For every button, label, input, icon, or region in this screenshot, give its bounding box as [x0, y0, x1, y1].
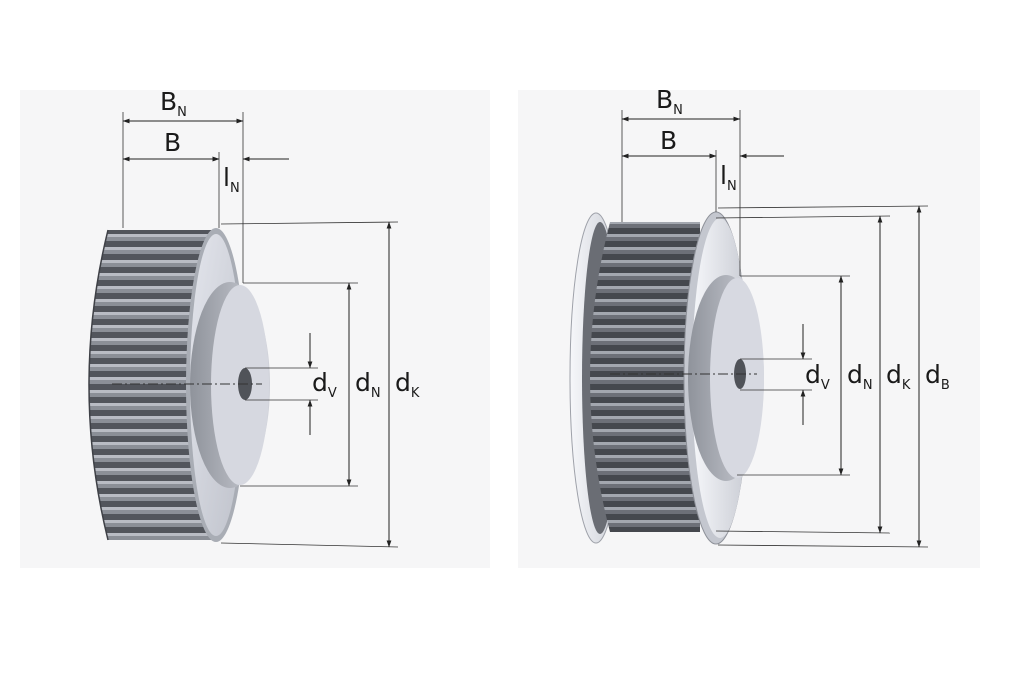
label-dN-left: dN — [355, 368, 381, 401]
pulley-without-flanges — [88, 228, 270, 542]
label-dB-right: dB — [925, 360, 950, 393]
label-dN-right: dN — [847, 360, 873, 393]
label-lN-left: lN — [223, 163, 240, 196]
label-dK-left: dK — [395, 368, 420, 401]
label-dV-left: dV — [312, 368, 337, 401]
label-BN-right: BN — [656, 85, 683, 118]
label-dK-right: dK — [886, 360, 911, 393]
label-lN-right: lN — [720, 161, 737, 194]
label-dV-right: dV — [805, 360, 830, 393]
label-B-left: B — [164, 128, 181, 157]
pulley-with-flanges — [569, 211, 764, 545]
label-B-right: B — [660, 126, 677, 155]
left-dimensions — [122, 112, 399, 548]
label-BN-left: BN — [160, 87, 187, 120]
right-dimensions — [621, 110, 929, 548]
